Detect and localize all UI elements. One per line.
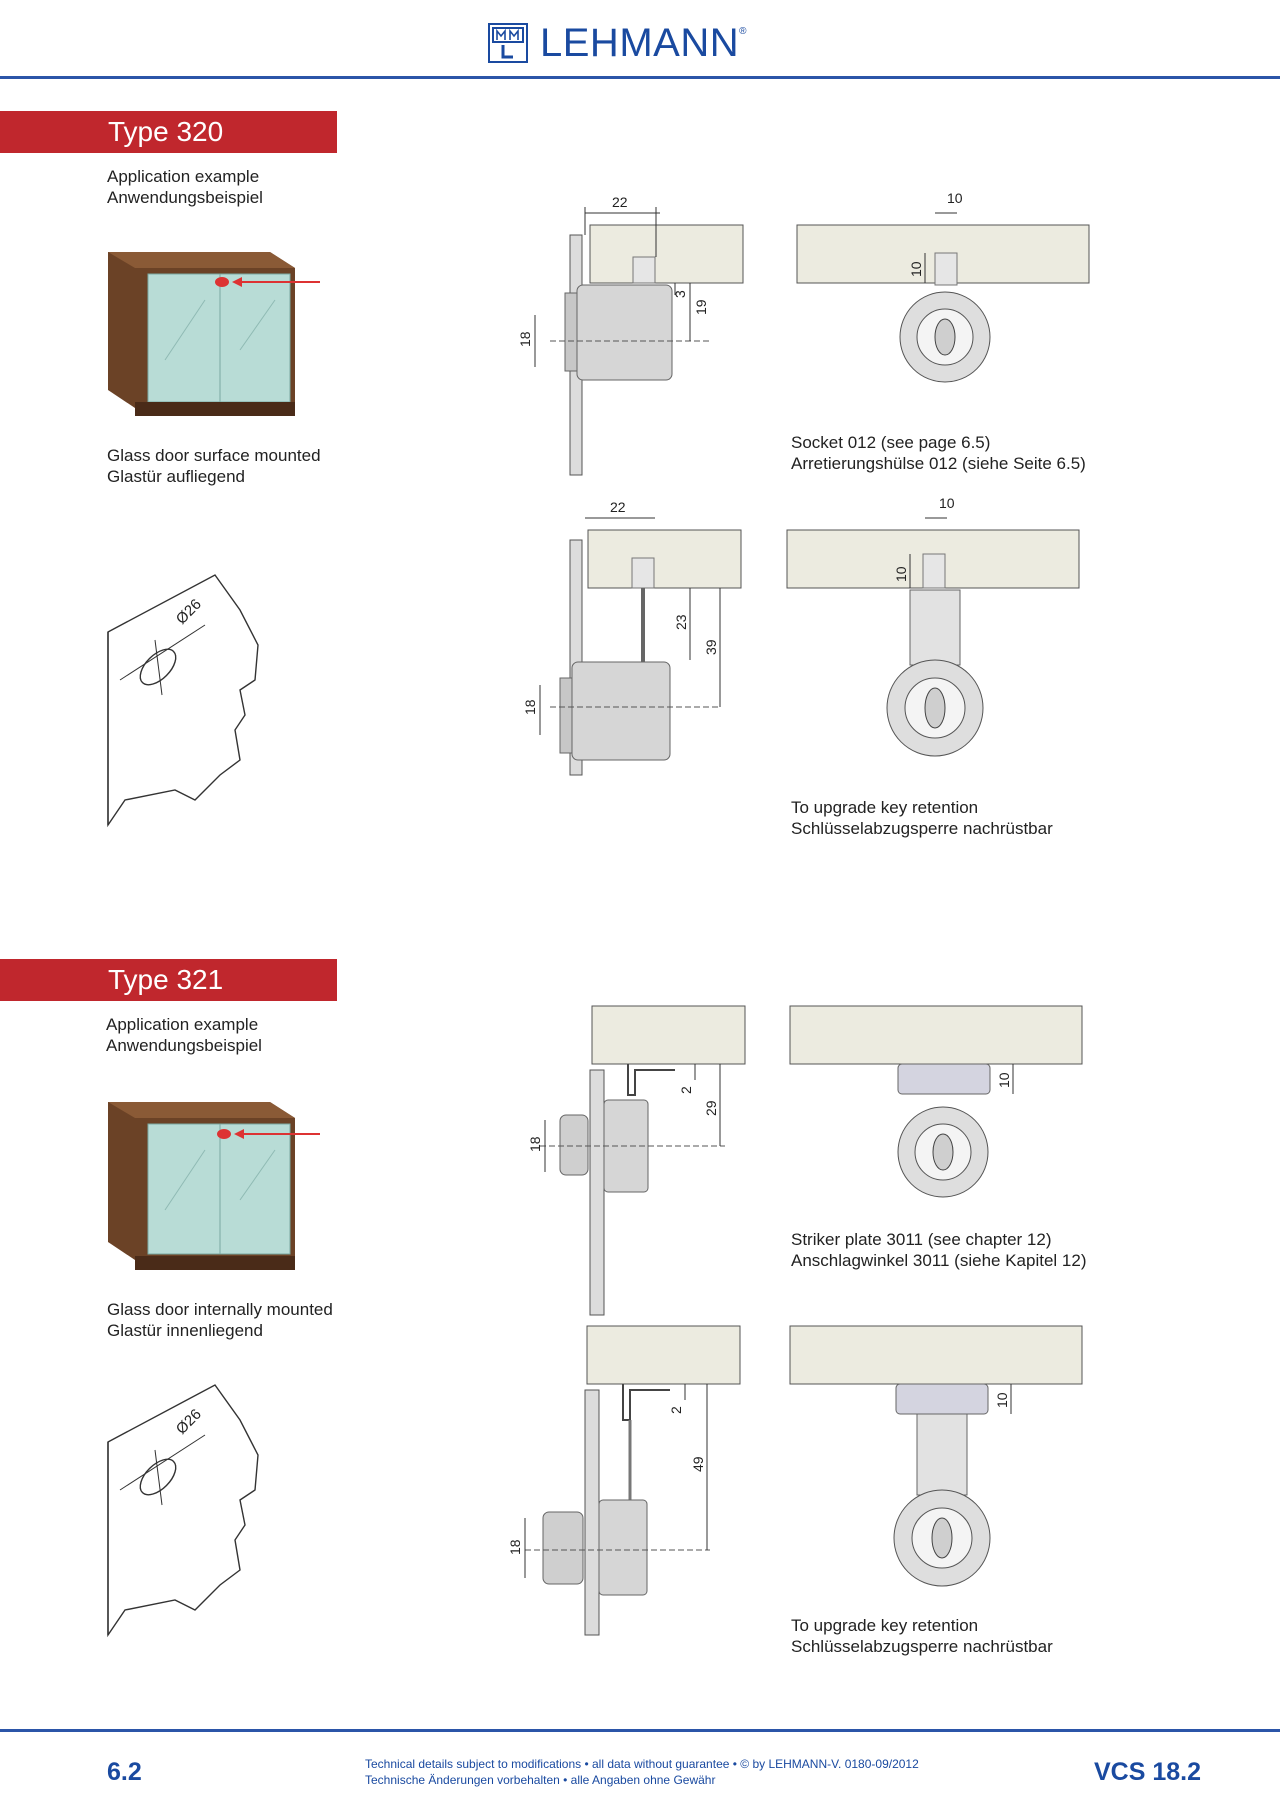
lock-front-view-321a: 10 (789, 1005, 1083, 1198)
note-striker-321: Striker plate 3011 (see chapter 12) Ansc… (791, 1229, 1086, 1271)
dim-width: 22 (612, 194, 628, 210)
side-dim: 10 (893, 566, 909, 582)
hole-icon (139, 648, 177, 686)
brand-name: LEHMANN (540, 20, 740, 65)
disclaimer-en: Technical details subject to modificatio… (365, 1757, 919, 1771)
note-socket-320: Socket 012 (see page 6.5) Arretierungshü… (791, 432, 1086, 474)
page-number: 6.2 (107, 1758, 142, 1786)
dim-18: 18 (527, 1136, 543, 1152)
lock-side-view-320a: 22 19 3 18 (517, 194, 744, 476)
dim-29: 29 (703, 1100, 719, 1116)
mount-de: Glastür aufliegend (107, 467, 245, 486)
key-slot-icon (932, 1133, 954, 1171)
note-en: To upgrade key retention (791, 1616, 979, 1635)
note-en: To upgrade key retention (791, 798, 979, 817)
dim-19: 19 (693, 299, 709, 315)
note-de: Arretierungshülse 012 (siehe Seite 6.5) (791, 454, 1086, 473)
lock-side-view-321a: 2 29 18 (527, 1005, 746, 1316)
top-dim: 10 (947, 190, 963, 206)
caption-en: Application example (107, 167, 260, 186)
type-321-banner: Type 321 (0, 959, 337, 1001)
glass-cutout-sketch-321: Ø26 (107, 1384, 259, 1638)
brand-logo: LEHMANN ® (488, 20, 798, 66)
lock-side-view-321b: 2 49 18 (507, 1325, 741, 1636)
note-en: Socket 012 (see page 6.5) (791, 433, 991, 452)
dim-3: 3 (672, 290, 688, 298)
caption-de: Anwendungsbeispiel (107, 188, 263, 207)
type-321-application-caption: Application example Anwendungsbeispiel (106, 1014, 262, 1056)
type-320-banner: Type 320 (0, 111, 337, 153)
dim-width: 22 (610, 499, 626, 515)
dim-18: 18 (522, 699, 538, 715)
dim-2: 2 (678, 1086, 694, 1094)
logo-mark-icon (488, 23, 528, 63)
catalog-code: VCS 18.2 (1094, 1758, 1202, 1786)
dim-39: 39 (703, 639, 719, 655)
hole-diameter: Ø26 (173, 596, 205, 628)
dim-49: 49 (690, 1456, 706, 1472)
dim-18: 18 (517, 331, 533, 347)
caption-de: Anwendungsbeispiel (106, 1036, 262, 1055)
dim-18: 18 (507, 1539, 523, 1555)
header-rule (0, 76, 1280, 79)
footer-rule (0, 1729, 1280, 1732)
dim-2: 2 (668, 1406, 684, 1414)
lock-marker-icon (215, 277, 229, 287)
cabinet-illustration-321 (108, 1102, 320, 1270)
lock-side-view-320b: 22 23 39 18 (522, 499, 742, 776)
hole-icon (139, 1458, 177, 1496)
note-en: Striker plate 3011 (see chapter 12) (791, 1230, 1052, 1249)
lock-front-view-320b: 10 10 (786, 495, 1080, 757)
type-320-application-caption: Application example Anwendungsbeispiel (107, 166, 263, 208)
disclaimer-de: Technische Änderungen vorbehalten • alle… (365, 1773, 716, 1787)
mount-de: Glastür innenliegend (107, 1321, 263, 1340)
side-dim: 10 (996, 1072, 1012, 1088)
glass-cutout-sketch-320: Ø26 (107, 574, 259, 828)
dim-23: 23 (673, 614, 689, 630)
note-key-retention-321: To upgrade key retention Schlüsselabzugs… (791, 1615, 1053, 1657)
side-dim: 10 (908, 261, 924, 277)
caption-en: Application example (106, 1015, 259, 1034)
lock-front-view-320a: 10 10 (796, 190, 1090, 383)
registered-mark: ® (739, 26, 747, 37)
footer-disclaimer: Technical details subject to modificatio… (365, 1756, 919, 1788)
hole-diameter: Ø26 (173, 1406, 205, 1438)
cabinet-illustration-320 (108, 252, 320, 416)
key-slot-icon (931, 1517, 953, 1559)
note-de: Schlüsselabzugsperre nachrüstbar (791, 819, 1053, 838)
mount-en: Glass door surface mounted (107, 446, 321, 465)
top-dim: 10 (939, 495, 955, 511)
note-de: Schlüsselabzugsperre nachrüstbar (791, 1637, 1053, 1656)
mount-en: Glass door internally mounted (107, 1300, 333, 1319)
lock-front-view-321b: 10 (789, 1325, 1083, 1587)
note-de: Anschlagwinkel 3011 (siehe Kapitel 12) (791, 1251, 1087, 1270)
lock-marker-icon (217, 1129, 231, 1139)
type-321-mount-caption: Glass door internally mounted Glastür in… (107, 1299, 333, 1341)
note-key-retention-320: To upgrade key retention Schlüsselabzugs… (791, 797, 1053, 839)
key-slot-icon (924, 687, 946, 729)
type-320-mount-caption: Glass door surface mounted Glastür aufli… (107, 445, 321, 487)
key-slot-icon (934, 318, 956, 356)
side-dim: 10 (994, 1392, 1010, 1408)
